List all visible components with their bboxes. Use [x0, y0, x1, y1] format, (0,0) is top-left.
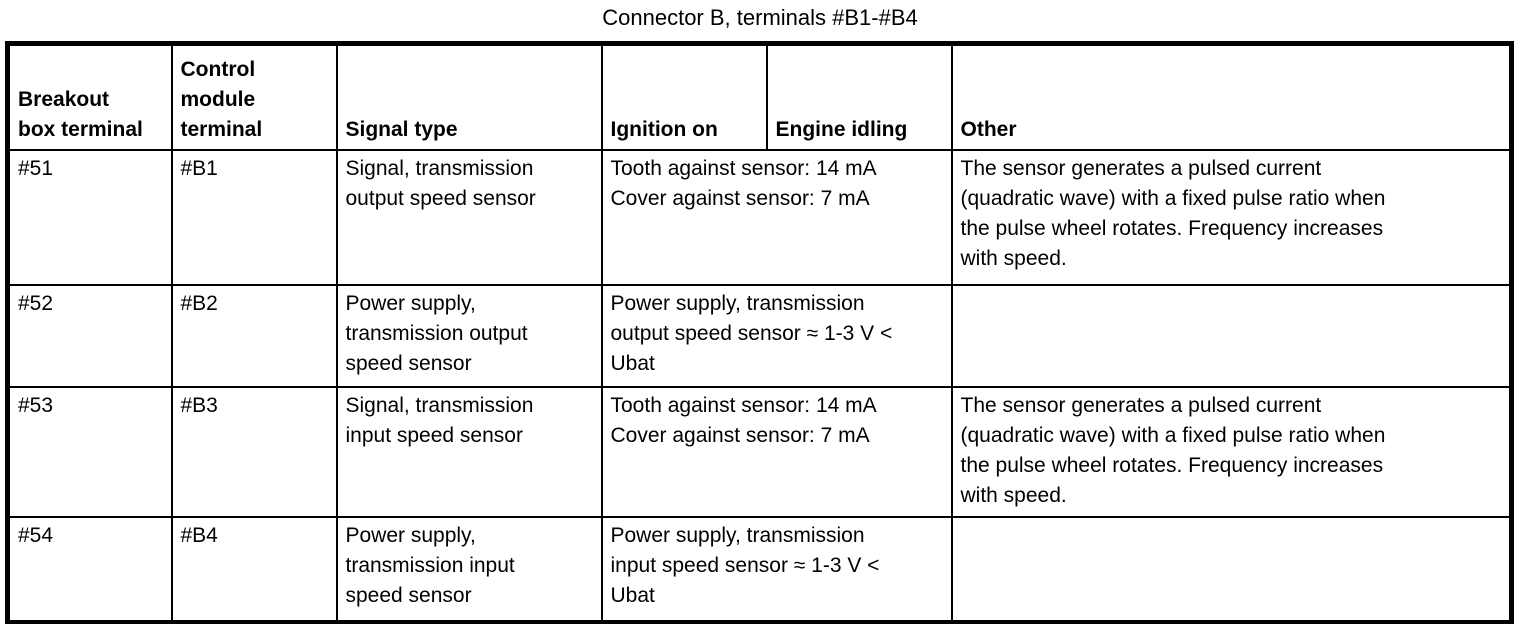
module-terminal-cell: #B1 — [170, 148, 338, 286]
other-cell — [950, 515, 1513, 624]
module-terminal-cell: #B2 — [170, 283, 338, 388]
other-cell — [950, 283, 1513, 388]
header-other: Other — [950, 42, 1513, 151]
module-terminal-cell: #B3 — [170, 385, 338, 518]
other-cell: The sensor generates a pulsed current (q… — [950, 148, 1513, 286]
header-ignition-on: Ignition on — [600, 42, 768, 151]
header-engine-idling: Engine idling — [765, 42, 953, 151]
table-row: #52 #B2 Power supply, transmission outpu… — [6, 283, 1513, 388]
table-row: #51 #B1 Signal, transmission output spee… — [6, 148, 1513, 286]
signal-type-cell: Signal, transmission output speed sensor — [335, 148, 603, 286]
header-signal-type: Signal type — [335, 42, 603, 151]
header-breakout-box-terminal: Breakout box terminal — [6, 42, 173, 151]
table-row: #54 #B4 Power supply, transmission input… — [6, 515, 1513, 624]
signal-type-cell: Power supply, transmission input speed s… — [335, 515, 603, 624]
breakout-terminal-cell: #54 — [6, 515, 173, 624]
reading-cell: Power supply, transmission output speed … — [600, 283, 953, 388]
reading-cell: Power supply, transmission input speed s… — [600, 515, 953, 624]
connector-b-terminals-table: Breakout box terminal Control module ter… — [5, 41, 1514, 624]
breakout-terminal-cell: #53 — [6, 385, 173, 518]
module-terminal-cell: #B4 — [170, 515, 338, 624]
header-row: Breakout box terminal Control module ter… — [6, 42, 1513, 151]
reading-cell: Tooth against sensor: 14 mA Cover agains… — [600, 148, 953, 286]
table-row: #53 #B3 Signal, transmission input speed… — [6, 385, 1513, 518]
breakout-terminal-cell: #51 — [6, 148, 173, 286]
signal-type-cell: Power supply, transmission output speed … — [335, 283, 603, 388]
signal-type-cell: Signal, transmission input speed sensor — [335, 385, 603, 518]
reading-cell: Tooth against sensor: 14 mA Cover agains… — [600, 385, 953, 518]
table-title: Connector B, terminals #B1-#B4 — [602, 5, 918, 30]
breakout-terminal-cell: #52 — [6, 283, 173, 388]
other-cell: The sensor generates a pulsed current (q… — [950, 385, 1513, 518]
header-control-module-terminal: Control module terminal — [170, 42, 338, 151]
